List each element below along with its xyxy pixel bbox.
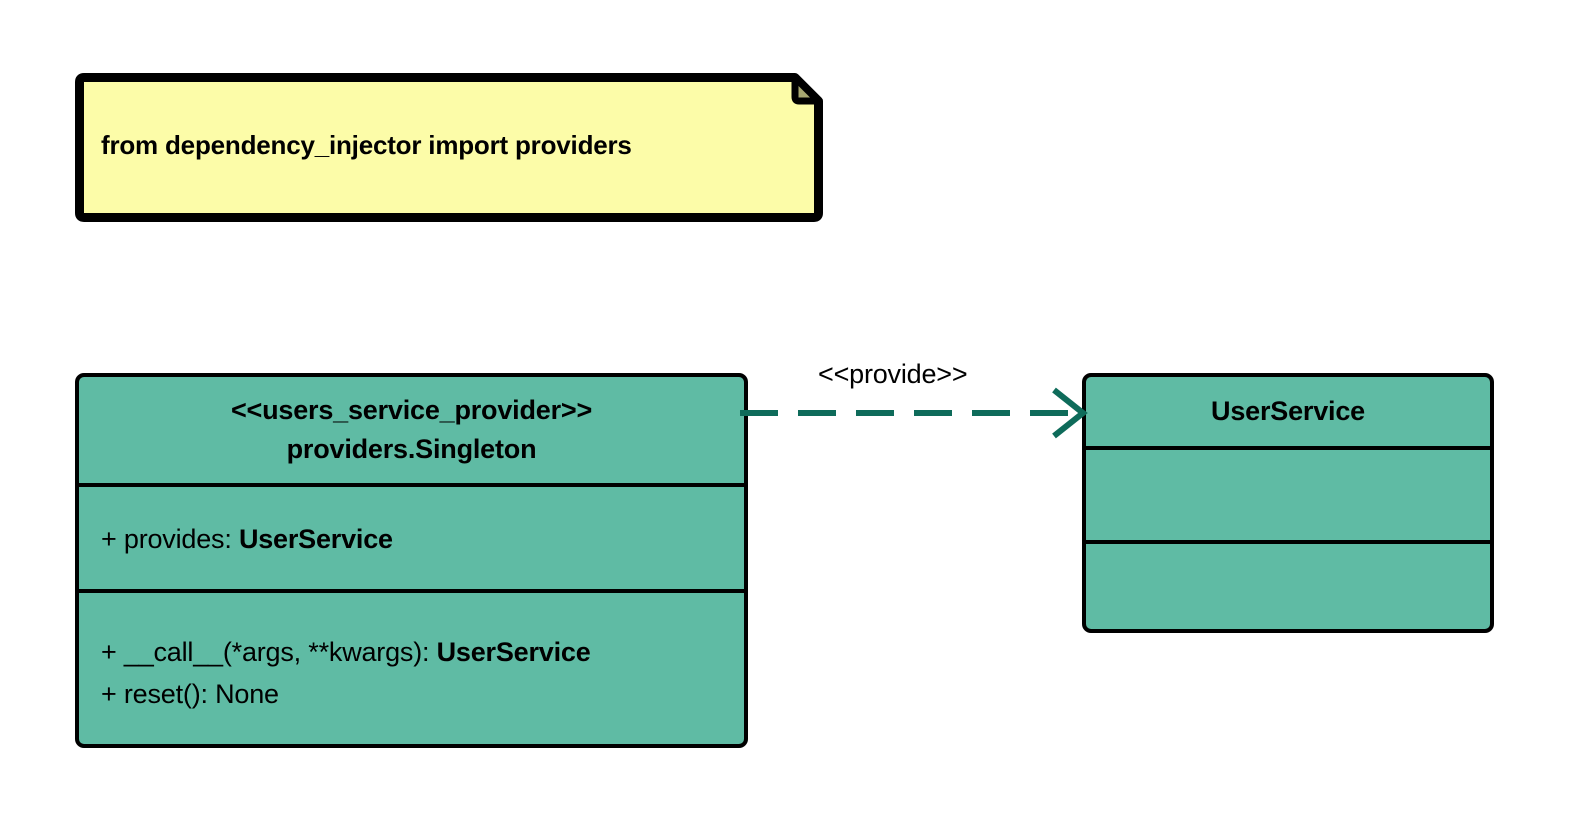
- attribute-text: provides:: [123, 524, 239, 555]
- class-header-service: UserService: [1086, 377, 1490, 446]
- attribute-visibility: +: [101, 524, 124, 555]
- operation-text: reset(): None: [123, 678, 279, 709]
- attribute-type: UserService: [238, 524, 393, 555]
- attribute-row: + provides: UserService: [101, 515, 744, 560]
- operation-type: UserService: [436, 637, 591, 668]
- class-box-user-service[interactable]: UserService: [1082, 373, 1494, 633]
- operation-visibility: +: [101, 678, 124, 709]
- class-attributes-provider: + provides: UserService: [79, 483, 744, 589]
- note-text: from dependency_injector import provider…: [101, 130, 632, 160]
- class-attributes-service: [1086, 446, 1490, 540]
- operation-row: + reset(): None: [101, 674, 744, 715]
- class-stereotype: <<users_service_provider>>: [230, 395, 593, 426]
- relation-label: <<provide>>: [818, 359, 968, 389]
- relation-provide-arrow: [740, 387, 1088, 439]
- note-icon: [75, 73, 823, 222]
- operation-row: + __call__(*args, **kwargs): UserService: [101, 632, 744, 673]
- operation-text: __call__(*args, **kwargs):: [123, 637, 437, 668]
- operation-visibility: +: [101, 637, 124, 668]
- class-box-users-service-provider[interactable]: <<users_service_provider>> providers.Sin…: [75, 373, 748, 748]
- class-name: providers.Singleton: [286, 434, 537, 464]
- note-shape-container: from dependency_injector import provider…: [75, 73, 823, 222]
- class-operations-provider: + __call__(*args, **kwargs): UserService…: [79, 589, 744, 744]
- arrowhead-icon: [1052, 387, 1088, 439]
- class-name: UserService: [1211, 396, 1365, 427]
- class-header-provider: <<users_service_provider>> providers.Sin…: [79, 377, 744, 483]
- class-operations-service: [1086, 540, 1490, 629]
